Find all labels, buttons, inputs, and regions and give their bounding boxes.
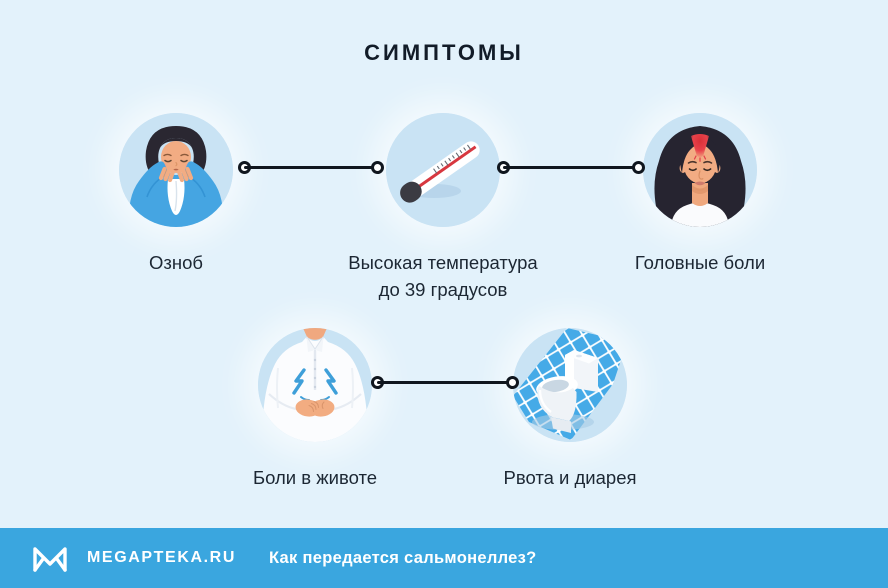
connector-line — [244, 166, 378, 169]
connector-endpoint-icon — [371, 161, 384, 174]
connector-endpoint-icon — [632, 161, 645, 174]
symptom-label-toilet: Рвота и диарея — [503, 467, 637, 488]
megapteka-m-logo-icon — [33, 547, 67, 572]
connector-line — [377, 381, 513, 384]
symptom-item-fever: Высокая температура до 39 градусов — [313, 113, 573, 303]
chills-circle — [119, 113, 233, 227]
footer-bar: MEGAPTEKA.RU Как передается сальмонеллез… — [0, 528, 888, 588]
toilet-illustration — [513, 328, 627, 442]
connector-fever-headache — [497, 161, 645, 174]
symptom-label-stomach: Боли в животе — [252, 467, 378, 488]
connector-line — [503, 166, 639, 169]
symptom-label-headache: Головные боли — [634, 252, 766, 273]
page-title: СИМПТОМЫ — [364, 40, 524, 65]
connector-endpoint-icon — [506, 376, 519, 389]
chills-person-illustration — [119, 113, 233, 227]
symptom-item-chills: Озноб — [46, 113, 306, 276]
symptom-item-headache: Головные боли — [570, 113, 830, 276]
toilet-circle — [513, 328, 627, 442]
fever-circle — [386, 113, 500, 227]
connector-stomach-toilet — [371, 376, 519, 389]
footer-question: Как передается сальмонеллез? — [268, 548, 537, 567]
thermometer-illustration — [386, 113, 500, 227]
symptom-label-fever: Высокая температура до 39 градусов — [348, 252, 538, 300]
symptom-item-toilet: Рвота и диарея — [440, 328, 700, 491]
stomach-pain-illustration — [258, 328, 372, 442]
symptom-item-stomach: Боли в животе — [185, 328, 445, 491]
headache-circle — [643, 113, 757, 227]
footer-brand: MEGAPTEKA.RU — [87, 549, 236, 566]
connector-chills-fever — [238, 161, 384, 174]
stomach-circle — [258, 328, 372, 442]
headache-woman-illustration — [643, 113, 757, 227]
symptom-label-chills: Озноб — [149, 252, 203, 273]
